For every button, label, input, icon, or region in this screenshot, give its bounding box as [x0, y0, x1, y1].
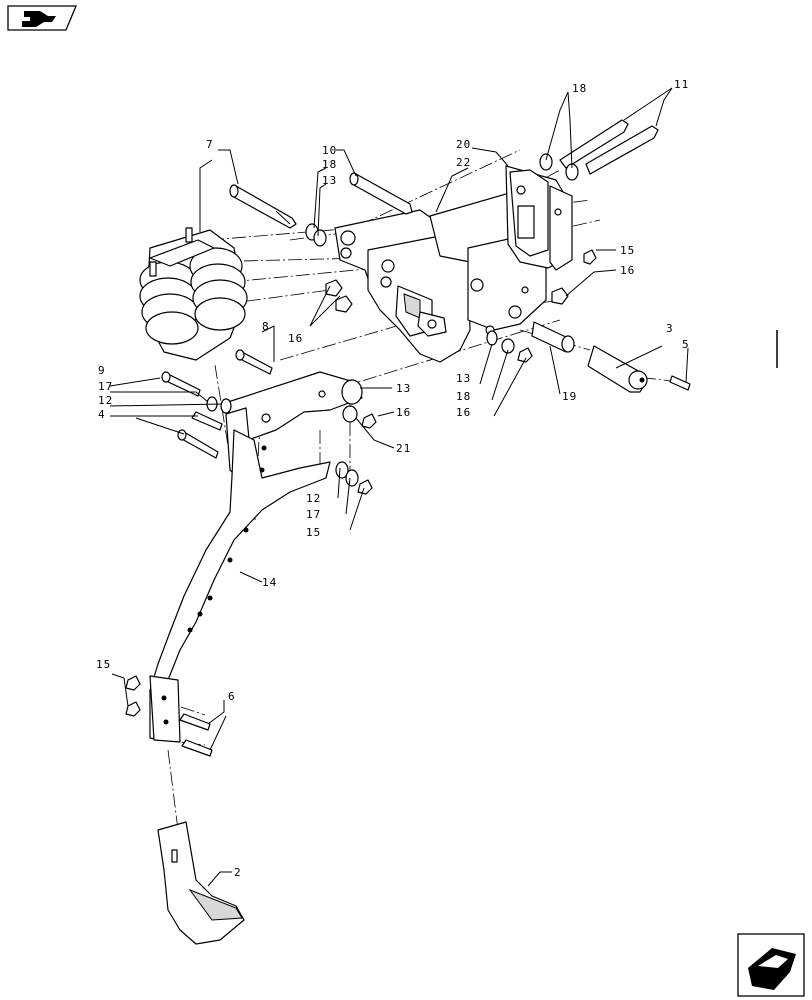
pivot-pin	[587, 345, 648, 393]
callout-labels: 7 10 18 13 18 11 20 22 15 16 8 16 9 17 1…	[96, 78, 690, 879]
callout-6: 6	[228, 690, 236, 703]
callout-10: 10	[322, 144, 337, 157]
callout-18: 18	[322, 158, 337, 171]
callout-14: 14	[262, 576, 277, 589]
back-arrow-icon	[22, 11, 56, 27]
top-right-bracket	[505, 165, 573, 271]
sleeve	[531, 321, 575, 353]
callout-13: 13	[456, 372, 471, 385]
callout-4: 4	[98, 408, 106, 421]
callout-20: 20	[456, 138, 471, 151]
callout-19: 19	[562, 390, 577, 403]
hardware	[125, 119, 691, 757]
callout-18: 18	[456, 390, 471, 403]
callout-7: 7	[206, 138, 214, 151]
callout-16: 16	[620, 264, 635, 277]
callout-15: 15	[306, 526, 321, 539]
callout-13: 13	[322, 174, 337, 187]
air-spring	[139, 227, 248, 361]
callout-15: 15	[96, 658, 111, 671]
back-button[interactable]	[7, 5, 77, 31]
callout-16: 16	[396, 406, 411, 419]
callout-21: 21	[396, 442, 411, 455]
callout-16: 16	[456, 406, 471, 419]
callout-15: 15	[620, 244, 635, 257]
shank	[149, 429, 331, 743]
callout-2: 2	[234, 866, 242, 879]
callout-18: 18	[572, 82, 587, 95]
callout-5: 5	[682, 338, 690, 351]
leader-lines	[109, 87, 689, 887]
next-button[interactable]	[737, 933, 805, 997]
callout-3: 3	[666, 322, 674, 335]
callout-9: 9	[98, 364, 106, 377]
callout-22: 22	[456, 156, 471, 169]
point	[157, 821, 245, 945]
callout-17: 17	[98, 380, 113, 393]
callout-17: 17	[306, 508, 321, 521]
callout-8: 8	[262, 320, 270, 333]
callout-16: 16	[288, 332, 303, 345]
callout-12: 12	[98, 394, 113, 407]
callout-11: 11	[674, 78, 689, 91]
next-arrow-icon	[748, 948, 796, 990]
callout-12: 12	[306, 492, 321, 505]
callout-13: 13	[396, 382, 411, 395]
